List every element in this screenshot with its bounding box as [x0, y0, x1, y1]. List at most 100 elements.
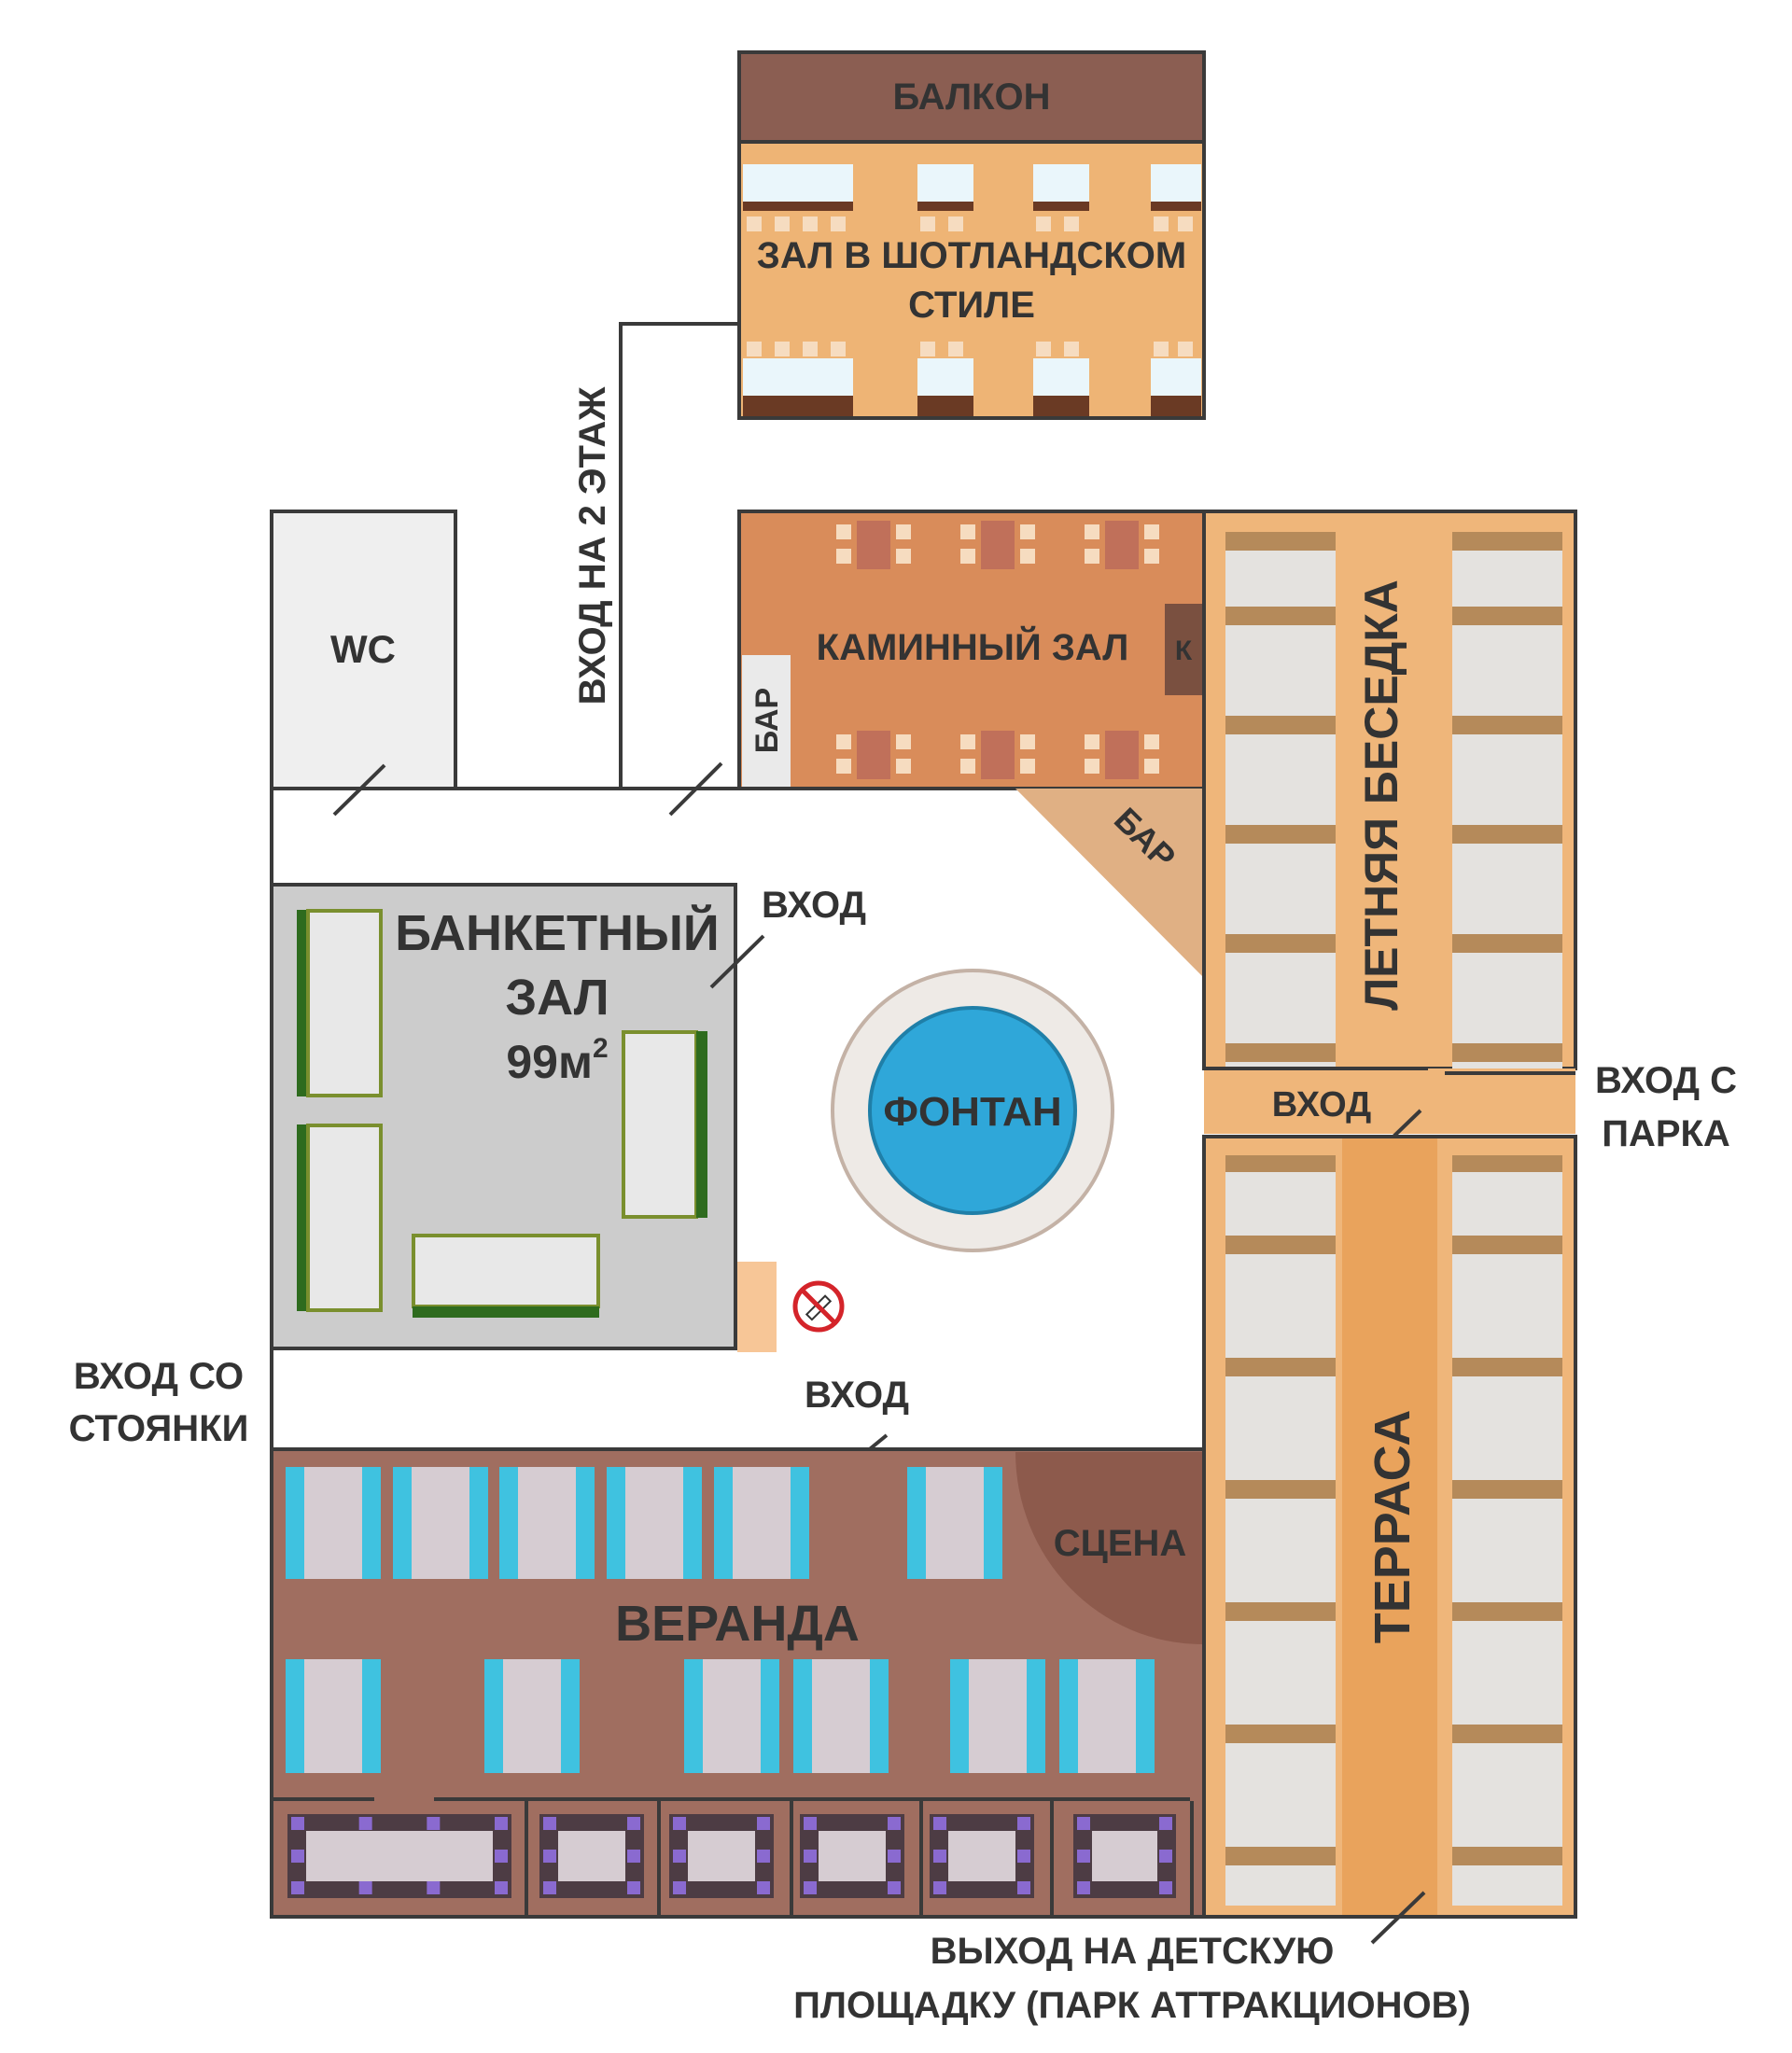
wc[interactable]: WC [270, 510, 457, 790]
veranda-entrance-label: ВХОД [805, 1375, 909, 1416]
cushion [870, 1659, 889, 1773]
veranda-table [926, 1467, 984, 1579]
banquet-table [306, 1124, 383, 1312]
parking-entry-label-line1: ВХОД СО [74, 1356, 244, 1397]
cushion [684, 1659, 703, 1773]
bench [1225, 1043, 1336, 1062]
stage [1015, 1452, 1202, 1644]
chair [1144, 734, 1159, 749]
scottish-hall-label-line2: СТИЛЕ [908, 285, 1035, 326]
playground-door[interactable] [1370, 1891, 1426, 1945]
bench [1452, 716, 1562, 734]
veranda-table [969, 1659, 1027, 1773]
bench [1452, 1155, 1562, 1172]
terrace-table [1452, 1539, 1562, 1602]
banquet-table [412, 1234, 600, 1308]
booth-seat [627, 1817, 640, 1830]
gazebo-table [1225, 844, 1336, 878]
balcony-label: БАЛКОН [892, 77, 1050, 118]
booth-seat [543, 1817, 556, 1830]
bench [1225, 1358, 1336, 1376]
veranda-table [703, 1659, 761, 1773]
booth-table [819, 1831, 886, 1881]
booth-divider [525, 1801, 528, 1915]
bench [1225, 1480, 1336, 1499]
terrace-tables [1225, 1155, 1562, 1906]
scottish-table-edge [917, 396, 973, 416]
gazebo-table [1225, 987, 1336, 1043]
fireplace-table [857, 521, 890, 569]
gazebo-table [1225, 734, 1336, 769]
chair [831, 216, 846, 231]
chair [1064, 342, 1079, 356]
bench [1452, 1602, 1562, 1621]
booth-seat [888, 1817, 901, 1830]
terrace-table [1225, 1417, 1336, 1480]
booth-divider [1190, 1801, 1194, 1915]
terrace-table [1225, 1865, 1336, 1906]
chair [960, 734, 975, 749]
cushion [362, 1467, 381, 1579]
cushion [607, 1467, 625, 1579]
bench [1452, 1480, 1562, 1499]
chair [775, 342, 790, 356]
veranda-table [625, 1467, 683, 1579]
banquet-table [297, 1124, 308, 1311]
terrace-table [1452, 1783, 1562, 1847]
veranda-table [304, 1659, 362, 1773]
chair [747, 342, 762, 356]
veranda-table [518, 1467, 576, 1579]
bench [1225, 1602, 1336, 1621]
booth-seat [673, 1850, 686, 1863]
booth-seat [358, 1881, 372, 1894]
booth-seat [1077, 1850, 1090, 1863]
veranda-table [412, 1467, 469, 1579]
chair [836, 759, 851, 774]
banquet-hall-label-line1: БАНКЕТНЫЙ [395, 904, 719, 961]
bench [1452, 1358, 1562, 1376]
bench [1452, 1236, 1562, 1254]
scottish-table-edge [1151, 202, 1201, 211]
terrace-table [1452, 1172, 1562, 1236]
banquet-door[interactable] [709, 934, 765, 989]
booth-seat [1017, 1817, 1030, 1830]
chair [896, 734, 911, 749]
terrace-table [1452, 1499, 1562, 1539]
terrace-table [1225, 1254, 1336, 1294]
scottish-table [917, 358, 973, 396]
chair [1020, 734, 1035, 749]
corridor-door[interactable] [668, 761, 723, 817]
terrace-table [1225, 1172, 1336, 1236]
banquet-table [413, 1306, 599, 1318]
banquet-table [622, 1030, 698, 1219]
gazebo-table [1452, 734, 1562, 769]
cushion [950, 1659, 969, 1773]
playground-exit-label-line2: ПЛОЩАДКУ (ПАРК АТТРАКЦИОНОВ) [793, 1985, 1471, 2026]
terrace: ТЕРРАСА [1202, 1135, 1577, 1919]
parking-entry-label-line2: СТОЯНКИ [69, 1408, 249, 1449]
chair [1178, 342, 1193, 356]
gazebo-table [1225, 878, 1336, 934]
booth-divider [1050, 1801, 1054, 1915]
terrace-table [1452, 1661, 1562, 1725]
gazebo-table [1452, 987, 1562, 1043]
booth-seat [757, 1881, 770, 1894]
stair-line [619, 322, 739, 789]
no-smoking-icon [792, 1280, 845, 1333]
booth-seat [804, 1817, 817, 1830]
veranda: СЦЕНА ВЕРАНДА [270, 1447, 1206, 1919]
terrace-table [1225, 1621, 1336, 1661]
chair [948, 342, 963, 356]
cushion [1059, 1659, 1078, 1773]
booth-seat [1159, 1850, 1172, 1863]
gazebo-tables [1225, 532, 1562, 1096]
chair [1178, 216, 1193, 231]
gazebo-table [1452, 551, 1562, 607]
chair [836, 549, 851, 564]
cushion [791, 1467, 809, 1579]
chair [1144, 524, 1159, 539]
fountain-label: ФОНТАН [883, 1089, 1061, 1135]
chair [896, 524, 911, 539]
booth-divider [657, 1801, 661, 1915]
wc-door[interactable] [332, 763, 386, 817]
